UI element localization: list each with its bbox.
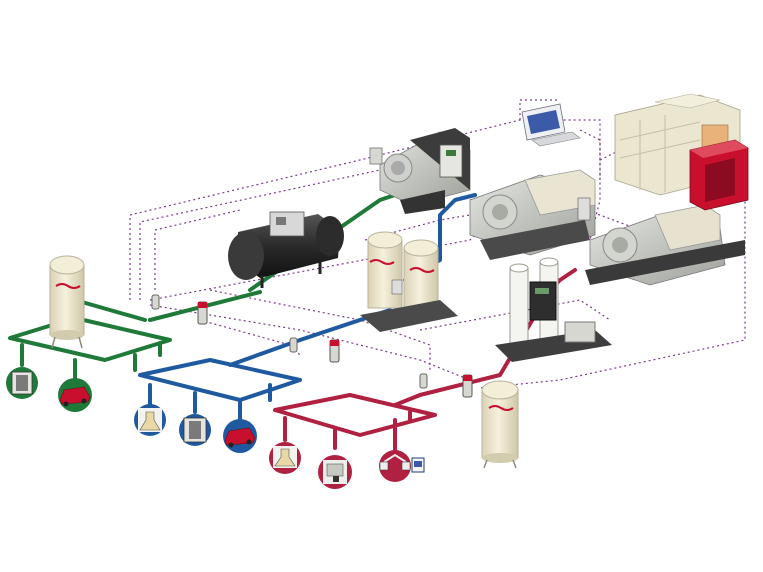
control-cabinet [689, 139, 749, 211]
centrifugal-compressor-lower [585, 204, 745, 286]
heatless-dryer [495, 257, 612, 362]
valve-icon [6, 367, 38, 399]
inline-filter-small [151, 294, 428, 389]
inline-filter-green [197, 301, 208, 325]
air-receiver-tank-right [481, 380, 519, 469]
pipe-network-blue [138, 193, 477, 422]
flask-icon [134, 404, 166, 436]
twin-desiccant-dryer [360, 231, 458, 332]
centrifugal-compressor-top [369, 128, 471, 214]
brand-logo [55, 283, 81, 289]
monitoring-computer [521, 103, 581, 147]
inline-filter-red [462, 374, 473, 398]
brand-logo [488, 405, 514, 411]
horizontal-air-receiver [228, 211, 344, 288]
brand-logo [409, 267, 435, 273]
flask-icon [269, 442, 301, 474]
air-receiver-tank-left [49, 255, 85, 349]
centrifugal-compressor-middle [469, 169, 596, 260]
valve-icon [179, 414, 211, 446]
car-icon [223, 419, 257, 453]
car-icon [58, 378, 92, 412]
brand-logo [369, 259, 395, 265]
machine-icon [318, 455, 352, 489]
network-icon [379, 450, 425, 482]
inline-filter-blue [329, 339, 340, 363]
